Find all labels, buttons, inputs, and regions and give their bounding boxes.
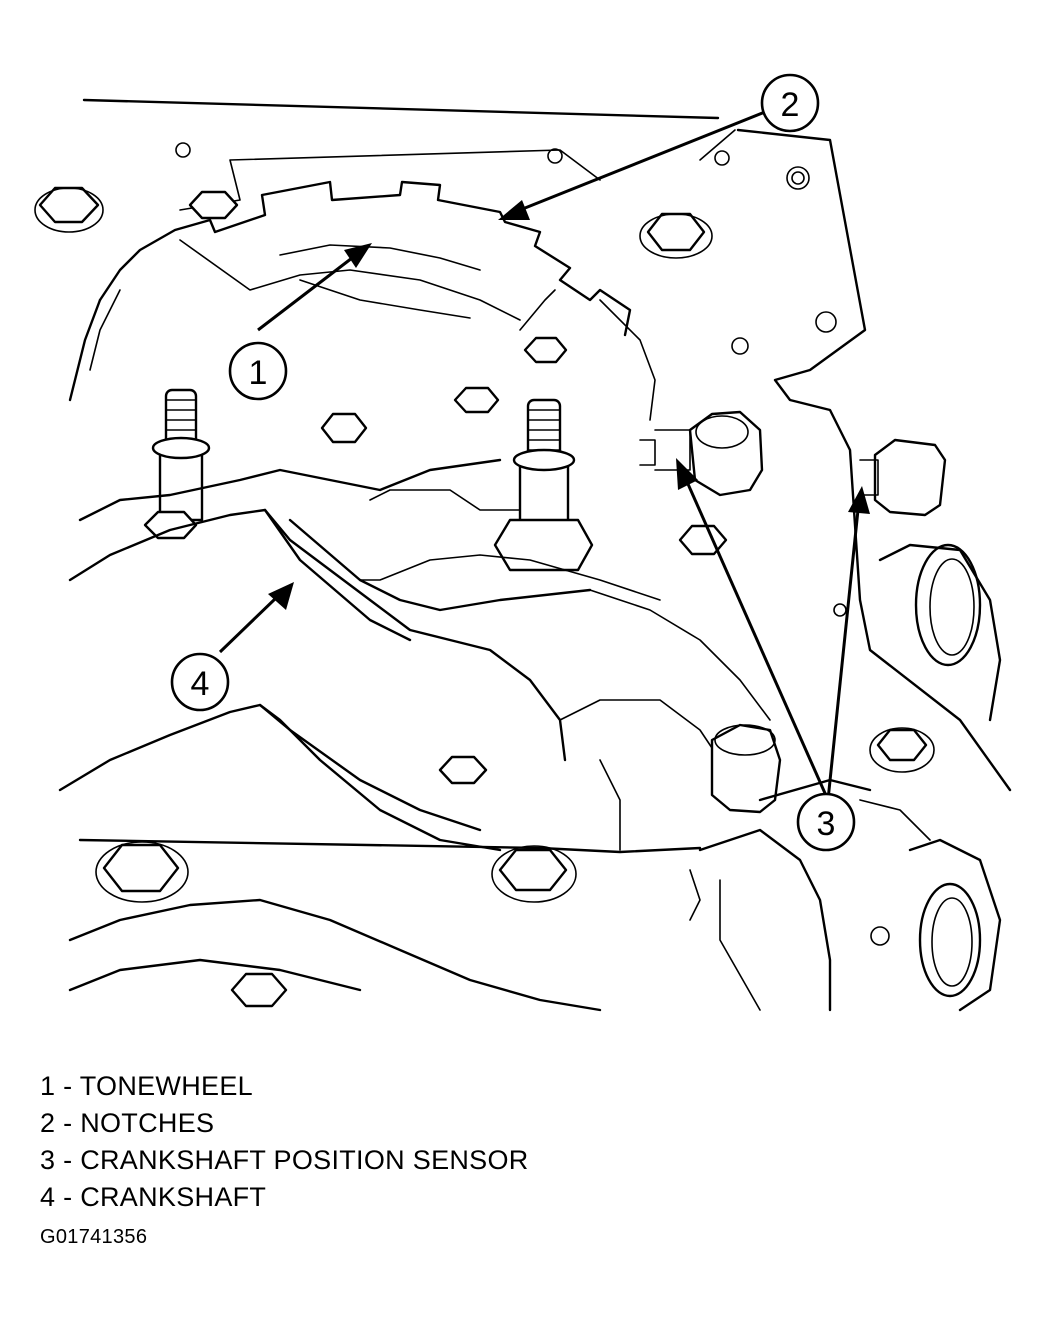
callout-1-number: 1 <box>249 354 268 392</box>
engine-illustration: 1 2 3 4 <box>34 73 1012 1012</box>
legend-item-notches: 2 - NOTCHES <box>40 1108 215 1138</box>
callout-3: 3 <box>796 792 856 852</box>
callout-2: 2 <box>760 73 820 133</box>
legend-item-crankshaft-position-sensor: 3 - CRANKSHAFT POSITION SENSOR <box>40 1145 529 1175</box>
callout-4: 4 <box>170 652 230 712</box>
legend-item-crankshaft: 4 - CRANKSHAFT <box>40 1182 267 1212</box>
callout-4-number: 4 <box>191 665 210 703</box>
figure-code: G01741356 <box>40 1226 148 1248</box>
callout-1: 1 <box>228 341 288 401</box>
legend: 1 - TONEWHEEL 2 - NOTCHES 3 - CRANKSHAFT… <box>40 1068 529 1216</box>
callout-3-number: 3 <box>817 805 836 843</box>
callout-2-number: 2 <box>781 86 800 124</box>
legend-item-tonewheel: 1 - TONEWHEEL <box>40 1071 253 1101</box>
